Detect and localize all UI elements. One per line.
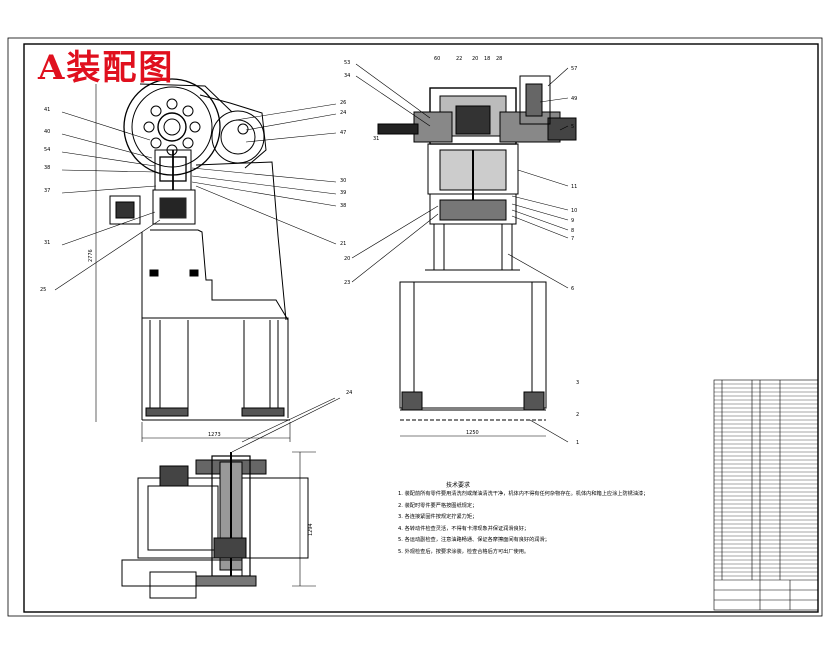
- svg-text:20: 20: [344, 256, 350, 262]
- svg-text:2: 2: [576, 412, 579, 418]
- svg-text:3: 3: [576, 380, 579, 386]
- svg-text:47: 47: [340, 130, 346, 136]
- svg-text:34: 34: [344, 73, 350, 79]
- svg-text:28: 28: [496, 56, 502, 62]
- svg-text:23: 23: [344, 280, 350, 286]
- svg-text:8: 8: [571, 228, 574, 234]
- svg-text:18: 18: [484, 56, 490, 62]
- svg-text:20: 20: [472, 56, 478, 62]
- note-line: 1. 装配前所有零件要用清洗剂或煤油清洗干净，机体内不得有任何杂物存在。机体内和…: [398, 491, 649, 497]
- svg-text:31: 31: [373, 136, 379, 142]
- svg-text:11: 11: [571, 184, 577, 190]
- svg-text:31: 31: [44, 240, 50, 246]
- svg-text:60: 60: [434, 56, 440, 62]
- note-line: 5. 各运动副检查，注意油路畅通、保证各摩擦面间有良好的润滑；: [398, 537, 550, 543]
- svg-text:37: 37: [44, 188, 50, 194]
- side-view: [351, 63, 577, 443]
- svg-text:25: 25: [40, 287, 46, 293]
- svg-text:38: 38: [340, 203, 346, 209]
- svg-text:26: 26: [340, 100, 346, 106]
- svg-text:7: 7: [571, 236, 574, 242]
- svg-text:38: 38: [44, 165, 50, 171]
- technical-notes: 技术要求 1. 装配前所有零件要用清洗剂或煤油清洗干净，机体内不得有任何杂物存在…: [398, 480, 698, 558]
- note-line: 2. 装配时零件要严格按图纸规定；: [398, 502, 478, 509]
- svg-text:5: 5: [571, 124, 574, 130]
- svg-text:9: 9: [571, 218, 574, 224]
- svg-text:30: 30: [340, 178, 346, 184]
- svg-text:24: 24: [346, 390, 352, 396]
- svg-text:57: 57: [571, 66, 577, 72]
- svg-text:1: 1: [576, 440, 579, 446]
- notes-title: 技术要求: [445, 482, 470, 489]
- svg-text:6: 6: [571, 286, 574, 292]
- top-view: [121, 397, 341, 599]
- front-view: [54, 78, 337, 443]
- svg-text:24: 24: [340, 110, 346, 116]
- svg-text:54: 54: [44, 147, 50, 153]
- note-line: 3. 各连接紧固件按规定拧紧力矩；: [398, 514, 478, 520]
- title-block: [713, 379, 819, 611]
- svg-text:53: 53: [344, 60, 350, 66]
- svg-text:41: 41: [44, 107, 50, 113]
- front-view-labels: 41 40 54 38 37 31 25 26 24 47 30 39 38 21 24: [40, 100, 352, 396]
- svg-text:22: 22: [456, 56, 462, 62]
- note-line: 4. 各转动件检查灵活，不得有卡滞现象并保证润滑良好；: [398, 525, 530, 532]
- parts-list-rows: [714, 383, 818, 577]
- outer-border: [7, 37, 823, 617]
- note-line: 5. 外观检查后，按要求涂装，检查合格后方可出厂使用。: [398, 548, 530, 555]
- svg-text:21: 21: [340, 241, 346, 247]
- drawing-title: A装配图: [38, 48, 175, 88]
- svg-text:39: 39: [340, 190, 346, 196]
- svg-text:10: 10: [571, 208, 577, 214]
- svg-text:49: 49: [571, 96, 577, 102]
- svg-text:40: 40: [44, 129, 50, 135]
- inner-border: [23, 43, 819, 613]
